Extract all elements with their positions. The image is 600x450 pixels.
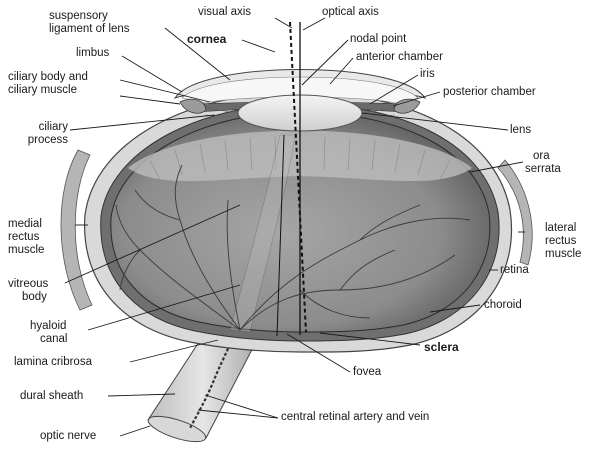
optic-nerve-end bbox=[147, 415, 207, 443]
label-nodal-point: nodal point bbox=[350, 33, 407, 45]
label-ciliary-process-line-2: process bbox=[27, 134, 68, 146]
label-hyaloid-line-1: hyaloid bbox=[30, 320, 67, 332]
label-ciliary-body: ciliary body and ciliary muscle bbox=[8, 71, 88, 97]
label-suspensory-line-1: suspensory bbox=[49, 10, 108, 22]
label-suspensory-ligament: suspensory ligament of lens bbox=[49, 10, 130, 36]
lateral-rectus-muscle-shape bbox=[497, 159, 533, 266]
label-vitreous-line-1: vitreous bbox=[8, 278, 49, 290]
ciliary-body-right bbox=[393, 98, 421, 114]
label-ciliary-process-line-1: ciliary bbox=[38, 121, 68, 133]
label-medial-line-3: muscle bbox=[8, 244, 45, 256]
label-retina: retina bbox=[500, 264, 529, 276]
label-suspensory-line-2: ligament of lens bbox=[49, 23, 130, 35]
label-dural-sheath: dural sheath bbox=[20, 390, 84, 402]
label-ciliary-process: ciliary process bbox=[10, 121, 68, 147]
label-sclera: sclera bbox=[424, 340, 459, 354]
label-visual-axis: visual axis bbox=[198, 6, 252, 18]
label-hyaloid-line-2: canal bbox=[40, 333, 68, 345]
label-lateral-rectus: lateral rectus muscle bbox=[545, 222, 581, 261]
label-limbus: limbus bbox=[76, 47, 110, 59]
label-lens: lens bbox=[510, 124, 532, 136]
label-choroid: choroid bbox=[484, 299, 522, 311]
medial-rectus-muscle-shape bbox=[60, 149, 93, 311]
label-optical-axis: optical axis bbox=[322, 6, 379, 18]
label-medial-line-2: rectus bbox=[8, 231, 40, 243]
label-lamina-cribrosa: lamina cribrosa bbox=[14, 356, 92, 368]
label-anterior-chamber: anterior chamber bbox=[356, 51, 443, 63]
label-fovea: fovea bbox=[353, 366, 382, 378]
label-vitreous-body: vitreous body bbox=[8, 278, 48, 304]
label-posterior-chamber: posterior chamber bbox=[443, 86, 536, 98]
label-lateral-line-1: lateral bbox=[545, 222, 577, 234]
label-cornea: cornea bbox=[187, 32, 227, 46]
label-hyaloid-canal: hyaloid canal bbox=[30, 320, 68, 346]
label-optic-nerve: optic nerve bbox=[40, 430, 97, 442]
ciliary-body-left bbox=[179, 98, 207, 114]
label-iris: iris bbox=[420, 68, 435, 80]
label-medial-rectus: medial rectus muscle bbox=[8, 218, 44, 257]
label-ciliary-body-line-2: ciliary muscle bbox=[8, 84, 78, 96]
label-central-retinal-artery-vein: central retinal artery and vein bbox=[281, 411, 430, 423]
fovea-axis-line bbox=[276, 134, 285, 337]
leader-lines bbox=[64, 17, 525, 437]
label-ora-serrata: ora serrata bbox=[525, 150, 561, 176]
label-lateral-line-3: muscle bbox=[545, 248, 582, 260]
label-lateral-line-2: rectus bbox=[545, 235, 577, 247]
retinal-vessels bbox=[115, 164, 471, 331]
label-ora-line-1: ora bbox=[533, 150, 550, 162]
label-vitreous-line-2: body bbox=[22, 291, 47, 303]
label-ciliary-body-line-1: ciliary body and bbox=[8, 71, 88, 83]
visual-axis-line bbox=[289, 21, 307, 333]
label-ora-line-2: serrata bbox=[525, 163, 561, 175]
label-medial-line-1: medial bbox=[8, 218, 42, 230]
